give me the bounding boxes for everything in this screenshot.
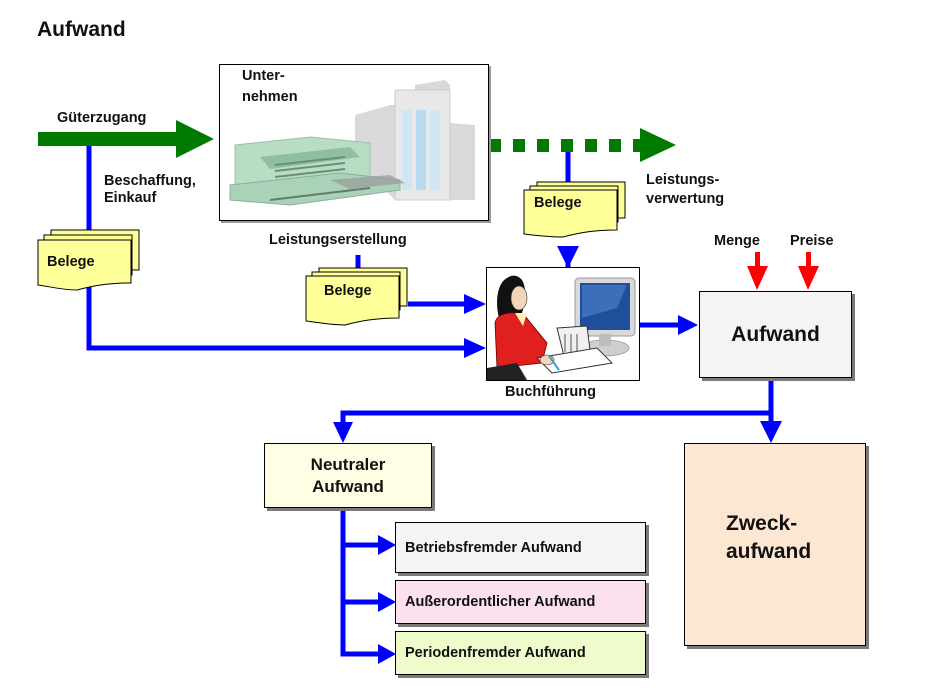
blue-arrowheads [333,246,782,664]
zweckaufwand-box: Zweck- aufwand [684,443,866,646]
neutraler-label-2: Aufwand [312,476,384,496]
buchfuehrung-label: Buchführung [505,384,597,400]
einkauf-label: Einkauf [104,190,157,206]
neutraler-label-1: Neutraler [310,454,386,474]
belege-label-2: Belege [324,283,372,299]
gueterzugang-arrow [38,120,214,158]
aufwand-box: Aufwand [699,291,852,378]
accountant-at-computer-icon [487,275,636,380]
belege-stack-3 [523,181,626,238]
red-input-arrows [747,252,819,290]
unternehmen-label-2: nehmen [242,89,298,105]
neutraler-aufwand-box: Neutraler Aufwand [264,443,432,508]
zweck-label-1: Zweck- [726,511,798,535]
leistungsverwertung-arrow [489,128,676,162]
aufwand-box-label: Aufwand [731,322,820,346]
company-buildings-icon [229,80,475,206]
periodenfremder-label: Periodenfremder Aufwand [405,645,586,661]
page-title: Aufwand [37,18,126,41]
buchfuehrung-box [486,267,640,381]
ausserordentlicher-aufwand-box: Außerordentlicher Aufwand [395,580,646,624]
blue-flow-lines [86,146,774,657]
betriebsfremder-label: Betriebsfremder Aufwand [405,539,582,556]
betriebsfremder-aufwand-box: Betriebsfremder Aufwand [395,522,646,573]
unternehmen-box: Unter- nehmen [219,64,489,221]
belege-stack-1 [37,229,140,291]
leistungsverwertung-label-2: verwertung [646,191,725,207]
periodenfremder-aufwand-box: Periodenfremder Aufwand [395,631,646,675]
belege-stack-2 [305,267,408,326]
leistungsverwertung-label-1: Leistungs- [646,172,720,188]
menge-label: Menge [714,233,760,249]
leistungserstellung-label: Leistungserstellung [269,232,407,248]
belege-label-3: Belege [534,195,582,211]
ausserordentlicher-label: Außerordentlicher Aufwand [405,594,596,610]
zweck-label-2: aufwand [726,539,812,563]
belege-label-1: Belege [47,254,95,270]
beschaffung-label: Beschaffung, [104,173,196,189]
gueterzugang-label: Güterzugang [57,110,147,126]
unternehmen-label-1: Unter- [242,68,285,84]
preise-label: Preise [790,233,834,249]
